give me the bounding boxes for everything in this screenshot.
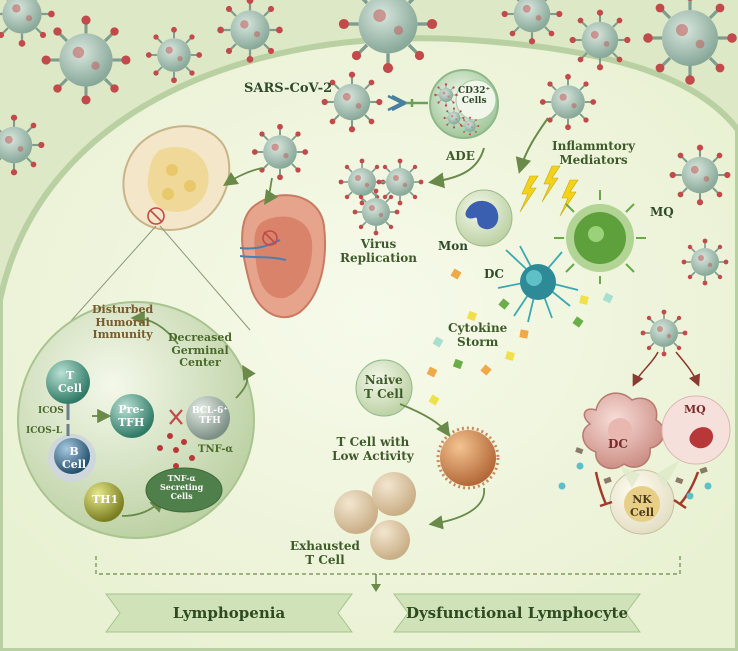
pre-tfh-line1: Pre- [118,403,145,416]
cd32-label-line1: CD32⁺ [458,86,491,96]
tnf-secreting-label: TNF-α Secreting Cells [160,473,204,502]
icos-label: ICOS [38,406,64,416]
ade-label: ADE [446,149,475,163]
infection-arrows [223,167,278,205]
right-panel-arrows [632,351,700,387]
dysfunctional-lymphocyte-banner: Dysfunctional Lymphocyte [386,592,648,634]
lymph-node-icon [122,125,231,231]
summary-bracket [95,556,681,575]
naive-line1: Naive [364,373,403,387]
banner-shape-right [393,593,641,633]
tnf-secreting-line2: Secreting [160,482,204,493]
bcl6-tfh-label: BCL-6⁺ TFH [192,406,228,427]
t-cell-label: T Cell [58,369,83,395]
low-activity-t-cell [436,426,500,490]
decreased-line1: Decreased [168,331,233,344]
bcl6-line2: TFH [199,416,221,427]
cytokine-particles [426,268,614,406]
summary-arrow [371,574,381,592]
cytokine-storm-label: Cytokine Storm [448,321,508,350]
pre-tfh-label: Pre- TFH [118,403,145,429]
bcl6-tfh-cell [186,396,230,440]
virus-replication-label: Virus Replication [340,237,418,266]
b-cell-label: B Cell [62,445,87,471]
icosl-label: ICOS-L [26,426,63,436]
th1-cell [84,482,124,522]
b-cell [48,434,96,482]
th1-label: TH1 [92,493,119,506]
mq-label-right: MQ [684,403,706,416]
mon-label: Mon [438,239,469,253]
mq-label-top: MQ [650,205,674,219]
b-cell-line2: Cell [62,457,87,471]
banner-shape-left [105,593,353,633]
t-cell-arrows [399,403,485,530]
nk-line1: NK [632,493,652,506]
bcl6-line1: BCL-6⁺ [192,406,229,416]
b-cell-line1: B [69,445,79,458]
tnf-alpha-particles [157,433,195,469]
inflammatory-line1: Inflammtory [552,139,636,153]
macrophage-right [661,395,731,465]
exhausted-line1: Exhausted [290,539,360,553]
decreased-line2: Germinal [171,343,229,357]
disturbed-line2: Humoral [95,315,150,329]
ade-arrow [428,147,485,189]
dendritic-cell-right [582,392,665,470]
disturbed-line1: Disturbed [92,303,154,316]
sars-cov-2-label: SARS-CoV-2 [244,81,333,96]
naive-line2: T Cell [364,386,404,401]
exhausted-line2: T Cell [305,552,345,567]
cd32-label: CD32⁺ Cells [458,86,490,107]
nk-line2: Cell [630,505,655,519]
dc-label-mid: DC [484,267,504,281]
tnf-secreting-line1: TNF-α [167,473,196,483]
pre-tfh-cell [110,394,154,438]
cd32-label-line2: Cells [461,96,487,107]
decreased-germinal-label: Decreased Germinal Center [168,331,233,370]
naive-t-cell [355,359,413,417]
dysfunctional-lymphocyte-label: Dysfunctional Lymphocyte [405,604,629,622]
tnf-secreting-line3: Cells [170,491,193,502]
exhausted-t-cell-label: Exhausted T Cell [290,539,360,568]
activation-cones [620,460,680,488]
lymphopenia-banner: Lymphopenia [98,592,360,634]
dendritic-cell [497,245,579,323]
low-activity-line1: T Cell with [336,435,410,449]
nk-cell [609,469,675,535]
inflammatory-mediators-label: Inflammtory Mediators [552,139,636,168]
lightning-icon [519,165,579,217]
t-cell-line2: Cell [58,381,83,395]
disturbed-line3: Immunity [92,328,153,342]
cd32-cell [429,69,499,139]
t-cell [46,360,90,404]
monocyte-cell [455,189,513,247]
inhibition-marks [594,471,700,510]
low-activity-line2: Low Activity [332,448,414,463]
dc-label-right: DC [608,437,628,451]
cytokine-storm-line2: Storm [457,334,499,349]
exhausted-t-cells [334,472,416,560]
nk-cell-label: NK Cell [630,493,655,519]
block-mark-icon [169,409,183,425]
tnf-secreting-cells [145,467,223,513]
cytokine-storm-line1: Cytokine [448,321,508,335]
low-activity-label: T Cell with Low Activity [332,435,414,464]
t-cell-line1: T [65,369,75,382]
tnf-alpha-label: TNF-α [198,444,234,455]
disturbed-humoral-label: Disturbed Humoral Immunity [92,303,154,342]
decreased-line3: Center [179,356,221,370]
inflammatory-line2: Mediators [559,152,628,167]
pre-tfh-line2: TFH [118,415,145,429]
lymphopenia-label: Lymphopenia [172,604,286,622]
cytokine-particles-right [558,447,712,500]
naive-t-cell-label: Naive T Cell [364,373,404,402]
antibody-icon [387,94,428,112]
macrophage-cell [554,190,646,284]
spleen-icon [239,194,326,319]
inflammatory-arrow [515,117,549,174]
virus-replication-line2: Replication [340,250,418,265]
virus-replication-line1: Virus [360,237,397,251]
